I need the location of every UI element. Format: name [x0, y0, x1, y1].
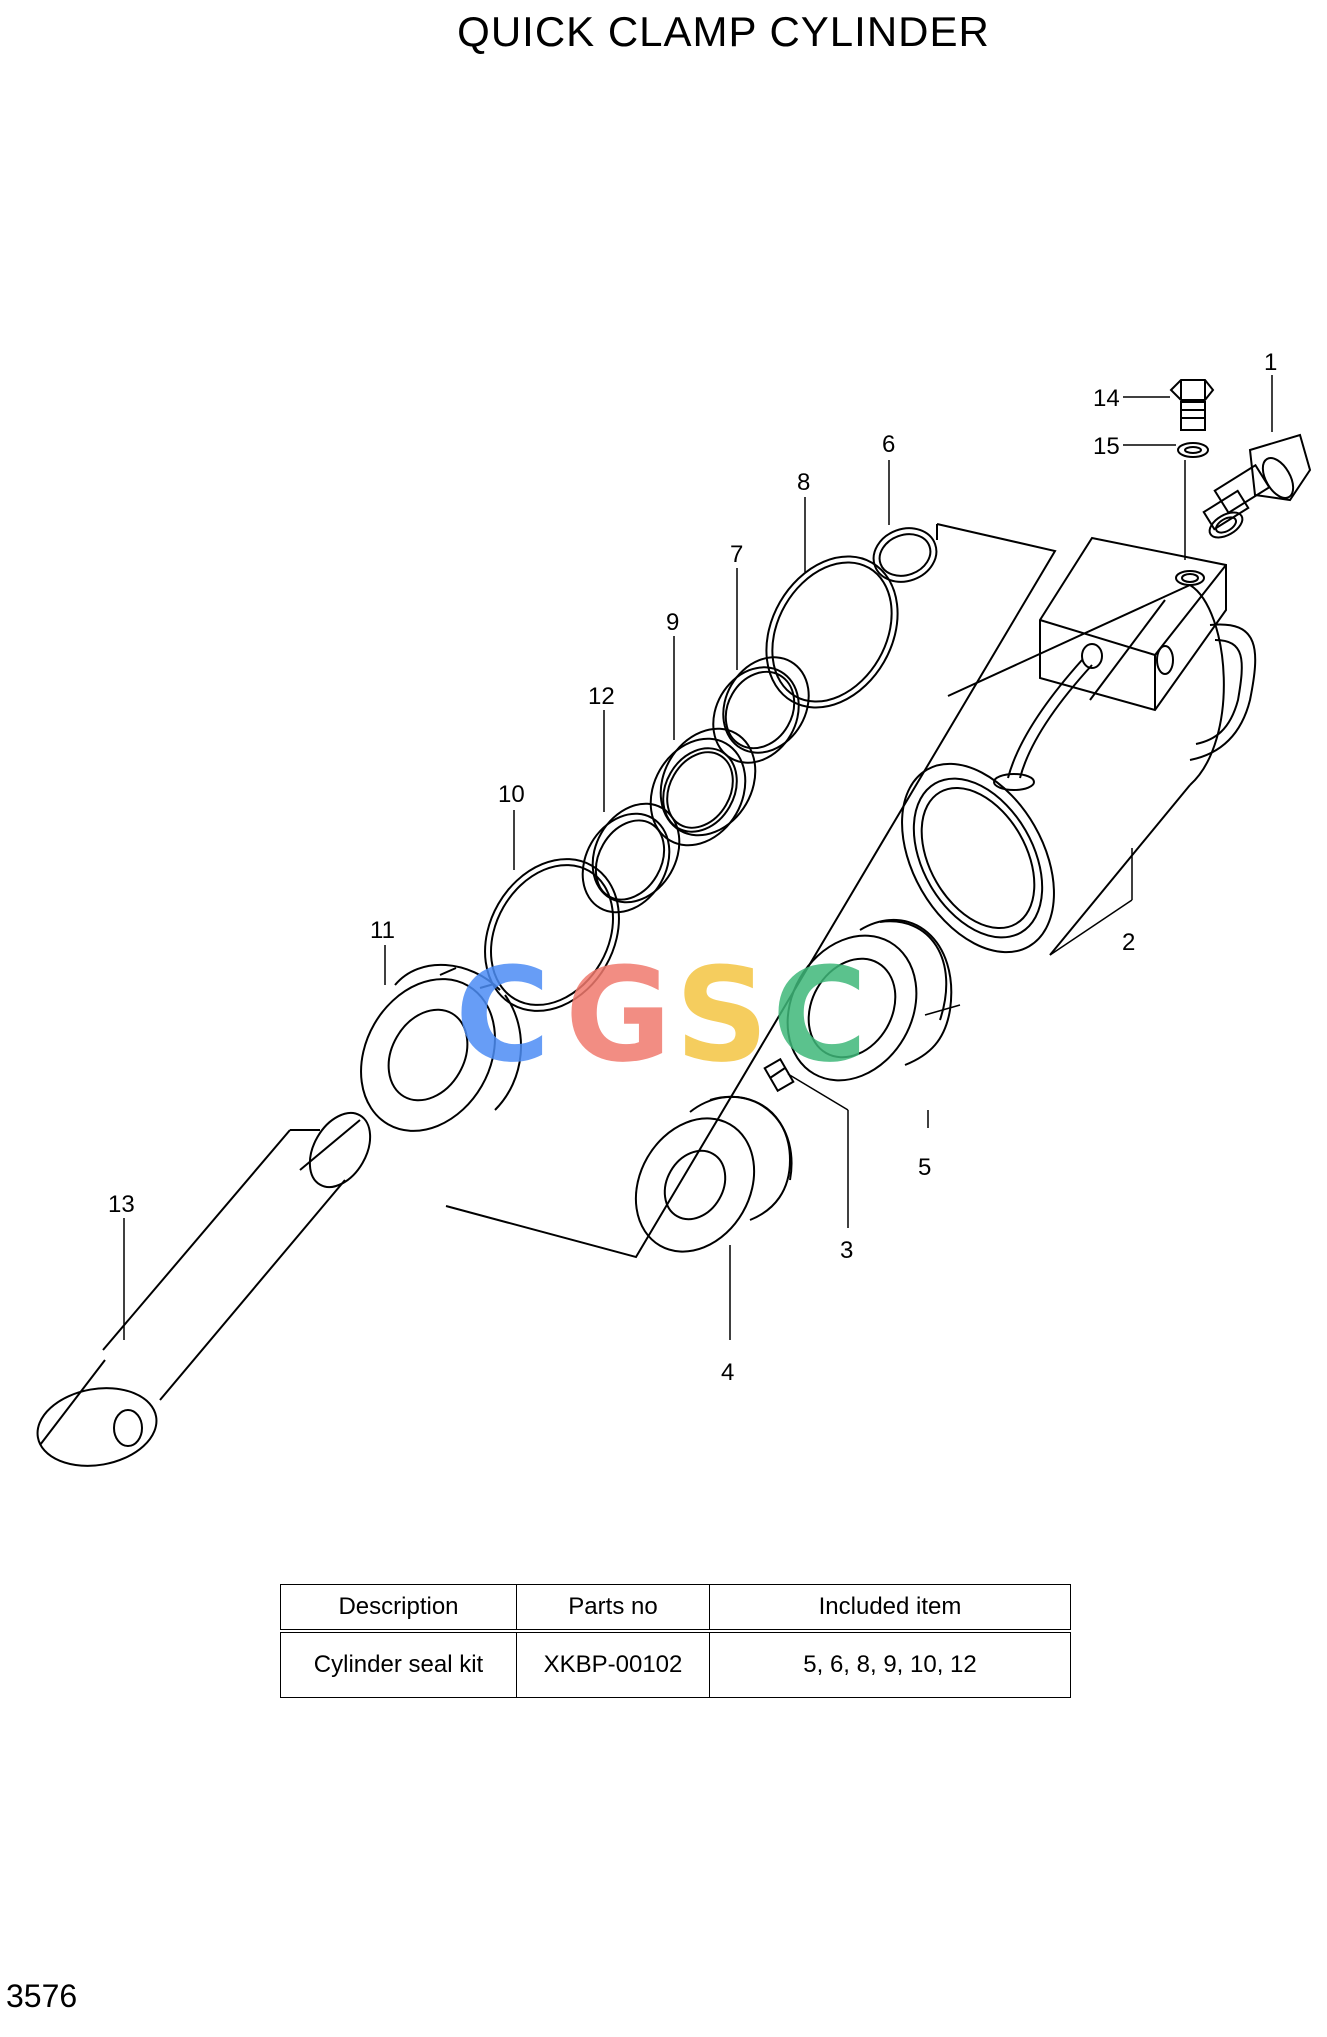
callout-4: 4: [721, 1359, 734, 1386]
callout-14: 14: [1093, 385, 1120, 412]
washer: [1177, 442, 1209, 458]
callout-15: 15: [1093, 433, 1120, 460]
plug-bolt: [1169, 379, 1215, 431]
o-ring-small: [872, 527, 938, 583]
callout-12: 12: [588, 683, 615, 710]
page-number: 3576: [6, 1978, 78, 2014]
piston: [786, 918, 953, 1082]
seal-kit-table: Description Parts no Included item Cylin…: [280, 1584, 1071, 1698]
callout-1: 1: [1264, 349, 1277, 376]
o-ring-large: [765, 555, 899, 709]
table-header-row: Description Parts no Included item: [280, 1584, 1071, 1632]
port-block: [993, 536, 1257, 791]
callout-6: 6: [882, 431, 895, 458]
header-description: Description: [280, 1584, 517, 1632]
callout-7: 7: [730, 541, 743, 568]
seal-kit-outline: [445, 523, 1057, 1259]
watermark-letter-g: G: [565, 939, 672, 1091]
gland-nut: [360, 964, 522, 1132]
watermark-logo: C G S C: [455, 939, 867, 1091]
cylinder-tube: [901, 584, 1225, 956]
backup-ring: [712, 656, 810, 764]
callout-13: 13: [108, 1191, 135, 1218]
cell-included-item: 5, 6, 8, 9, 10, 12: [709, 1630, 1071, 1698]
cell-description: Cylinder seal kit: [280, 1630, 517, 1698]
callout-2: 2: [1122, 929, 1135, 956]
callout-10: 10: [498, 781, 525, 808]
page-title: QUICK CLAMP CYLINDER: [457, 8, 990, 55]
header-included-item: Included item: [709, 1584, 1071, 1632]
watermark-letter-c1: C: [455, 939, 550, 1091]
set-screw: [763, 1057, 795, 1093]
callout-5: 5: [918, 1154, 931, 1181]
rod-gland: [634, 1095, 793, 1253]
watermark-letter-s: S: [675, 939, 769, 1091]
callout-8: 8: [797, 469, 810, 496]
check-valve-cartridge: [1202, 433, 1312, 539]
piston-rod: [36, 1112, 372, 1467]
header-parts-no: Parts no: [516, 1584, 710, 1632]
cell-parts-no: XKBP-00102: [516, 1630, 710, 1698]
watermark-letter-c2: C: [772, 939, 867, 1091]
piston-seal: [649, 727, 757, 847]
callout-3: 3: [840, 1237, 853, 1264]
wear-ring: [581, 802, 681, 914]
callout-9: 9: [666, 609, 679, 636]
table-row: Cylinder seal kit XKBP-00102 5, 6, 8, 9,…: [280, 1630, 1071, 1698]
callout-11: 11: [370, 917, 395, 944]
rod-o-ring: [484, 858, 620, 1012]
leader-lines: [123, 375, 1273, 1340]
